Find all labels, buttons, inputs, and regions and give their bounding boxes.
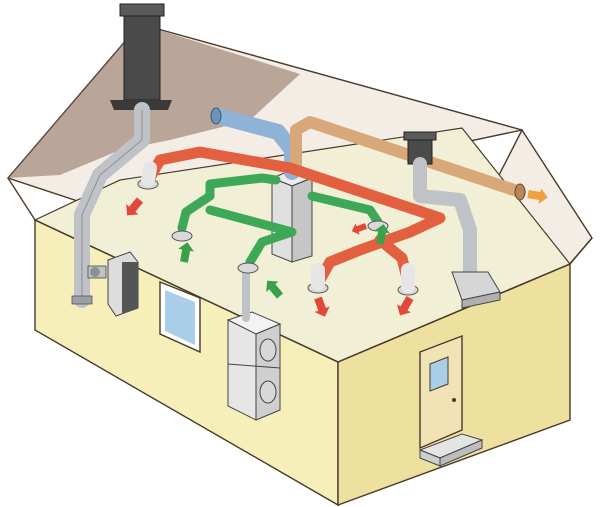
supply-airflow-arrow [397,296,414,316]
eave-left [7,177,593,363]
return-duct-main [177,173,281,233]
house-window [159,280,201,354]
return-airflow-arrow [266,280,284,299]
supply-airflow-arrow [126,197,144,216]
supply-elbow [141,161,157,187]
range-hood [451,271,501,309]
chimney [110,3,172,110]
vent-stack-duct [413,157,477,279]
supply-duct-main [144,146,446,286]
return-airflow-arrow [374,224,390,245]
supply-airflow-arrow [314,296,330,317]
return-airflow-arrow [178,242,194,263]
return-duct-branch [307,191,383,227]
exhaust-airflow-arrow [527,188,548,204]
furnace-unit [87,251,139,317]
return-register [171,230,193,242]
stacked-washer-dryer [226,311,282,421]
supply-airflow-arrow [351,223,368,235]
exhaust-outlet [514,183,526,201]
entry-door [419,334,463,450]
return-register [237,262,259,274]
door-step [418,433,484,467]
return-duct-branch [205,205,297,267]
intake-opening [210,107,222,125]
flue-base [71,295,93,305]
